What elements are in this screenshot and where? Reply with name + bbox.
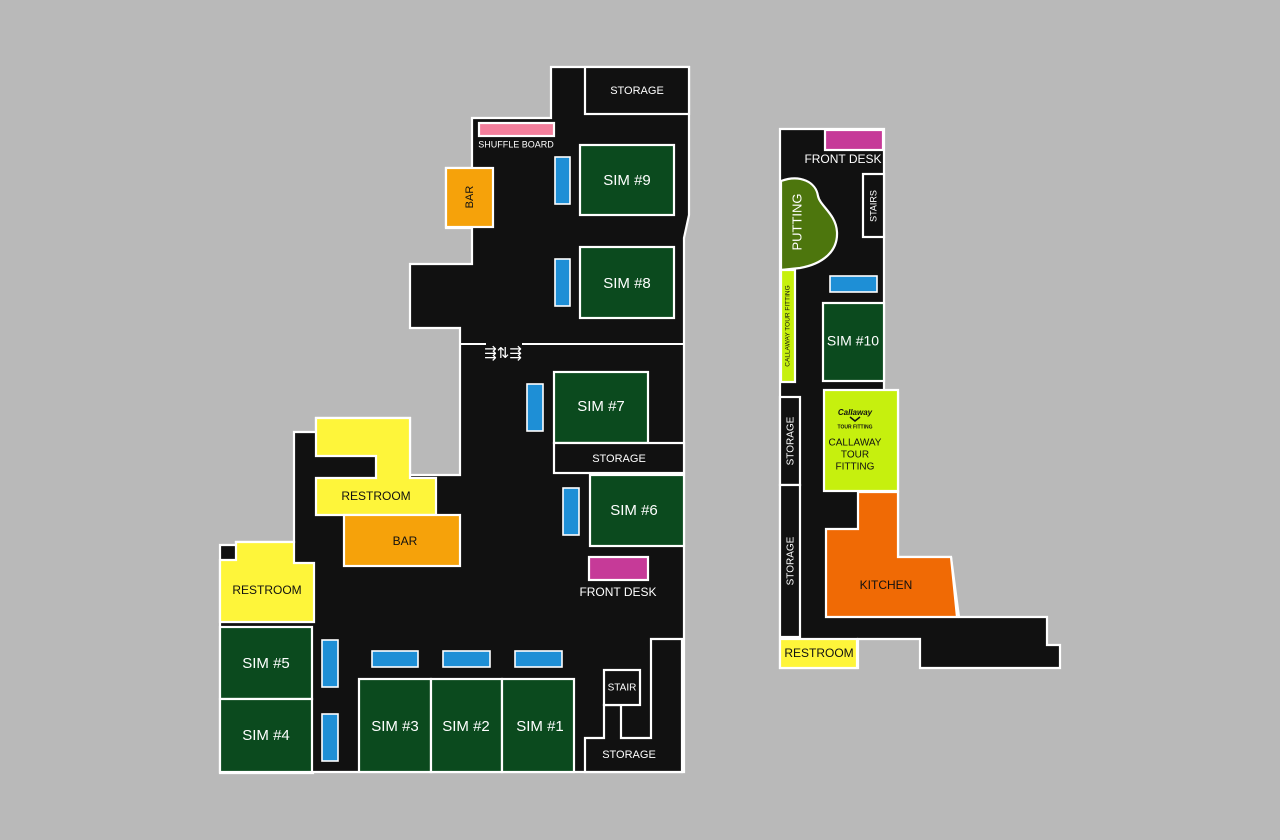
callaway-line-1: CALLAWAY	[829, 438, 882, 449]
sim-7-label: SIM #7	[577, 398, 625, 415]
sim-10[interactable]	[821, 301, 886, 383]
shuffle-board[interactable]	[477, 121, 556, 138]
storage-top-label: STORAGE	[610, 85, 664, 97]
restroom-upper-label: RESTROOM	[341, 489, 410, 503]
storage-upper-floor-two-label: STORAGE	[786, 416, 797, 465]
storage-lower-floor-two[interactable]	[778, 483, 802, 639]
sim-8-label: SIM #8	[603, 275, 651, 292]
seating-sim-5	[321, 639, 339, 688]
callaway-strip-label: CALLAWAY TOUR FITTING	[785, 285, 792, 366]
storage-bottom[interactable]	[583, 637, 684, 774]
bar-upper[interactable]	[444, 166, 495, 229]
stairs-floor-two-label: STAIRS	[868, 190, 878, 222]
sim-3-label: SIM #3	[371, 718, 419, 735]
restroom-lower-label: RESTROOM	[232, 583, 301, 597]
callaway-line-3: FITTING	[836, 462, 875, 473]
callaway-line-2: TOUR	[841, 450, 869, 461]
bar-upper-label: BAR	[464, 186, 476, 209]
stair-floor-one[interactable]	[602, 668, 642, 707]
callaway-chevron-icon	[849, 416, 861, 422]
callaway-logo: Callaway	[838, 408, 873, 417]
seating-sim-2	[442, 650, 491, 668]
floor-two: FRONT DESK STAIRS PUTTING CALLAWAY TOUR …	[778, 127, 1062, 670]
bar-lower-label: BAR	[393, 534, 418, 548]
callaway-tour-fitting[interactable]	[822, 388, 900, 493]
front-desk-floor-one[interactable]	[587, 555, 650, 582]
sim-5[interactable]	[218, 625, 314, 701]
sim-7[interactable]	[552, 370, 650, 445]
floor-one: STORAGE SHUFFLE BOARD BAR SIM #9 SIM #8 …	[218, 65, 691, 775]
seating-sim-10	[829, 275, 878, 293]
seating-sim-3	[371, 650, 419, 668]
sim-1[interactable]	[500, 677, 576, 774]
restroom-lower[interactable]	[218, 540, 316, 624]
restroom-floor-two[interactable]	[778, 637, 859, 670]
front-desk-floor-one-label: FRONT DESK	[579, 585, 656, 599]
front-desk-floor-two-label: FRONT DESK	[804, 152, 881, 166]
sim-9[interactable]	[578, 143, 676, 217]
sim-1-label: SIM #1	[516, 718, 564, 735]
sim-6[interactable]	[588, 473, 686, 548]
sim-2-label: SIM #2	[442, 718, 490, 735]
storage-bottom-label: STORAGE	[602, 749, 656, 761]
putting-green-label: PUTTING	[789, 193, 804, 250]
sim-8[interactable]	[578, 245, 676, 320]
seating-sim-7	[526, 383, 544, 432]
sim-5-label: SIM #5	[242, 655, 290, 672]
seating-sim-4	[321, 713, 339, 762]
bar-lower[interactable]	[342, 513, 462, 568]
kitchen-label: KITCHEN	[860, 578, 913, 592]
front-desk-floor-two[interactable]	[823, 128, 885, 152]
sim-4[interactable]	[218, 697, 314, 774]
seating-sim-1	[514, 650, 563, 668]
callaway-logo-sub: TOUR FITTING	[838, 424, 873, 430]
storage-lower-floor-two-label: STORAGE	[786, 536, 797, 585]
sim-2[interactable]	[429, 677, 504, 774]
seating-sim-8	[554, 258, 571, 307]
stairs-floor-two[interactable]	[861, 172, 886, 239]
shuffle-board-label: SHUFFLE BOARD	[478, 139, 554, 149]
sim-4-label: SIM #4	[242, 727, 290, 744]
callaway-strip[interactable]	[779, 268, 797, 384]
putting-green[interactable]	[779, 177, 839, 272]
sim-10-label: SIM #10	[827, 333, 879, 349]
elevator-icon: ⇶⇅⇶	[484, 345, 522, 362]
storage-middle-label: STORAGE	[592, 453, 646, 465]
stair-floor-one-label: STAIR	[608, 683, 637, 694]
sim-6-label: SIM #6	[610, 502, 658, 519]
sim-9-label: SIM #9	[603, 172, 651, 189]
storage-top[interactable]	[583, 65, 691, 116]
restroom-floor-two-label: RESTROOM	[784, 646, 853, 660]
storage-middle[interactable]	[552, 441, 686, 475]
kitchen[interactable]	[824, 490, 959, 619]
seating-sim-9	[554, 156, 571, 205]
restroom-upper[interactable]	[314, 416, 438, 517]
seating-sim-6	[562, 487, 580, 536]
